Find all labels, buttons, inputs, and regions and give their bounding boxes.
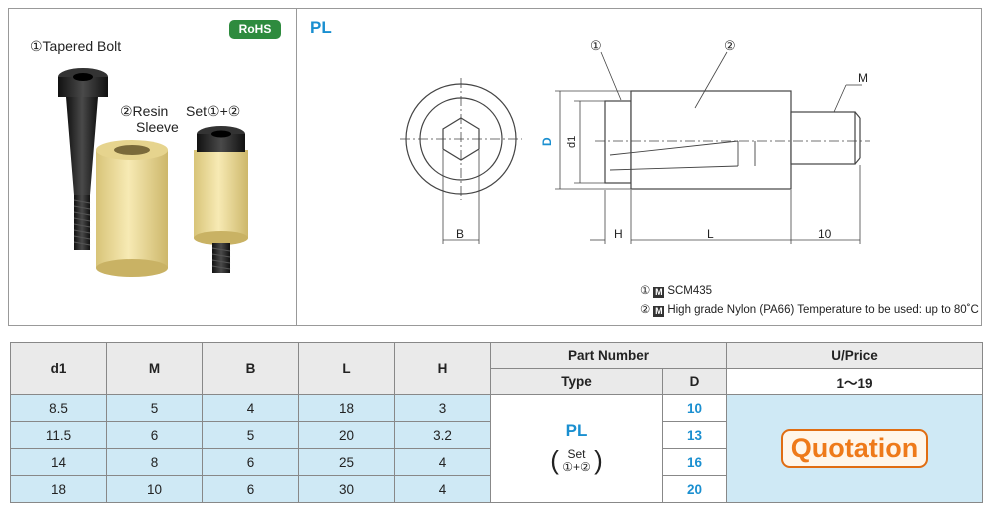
cell-B: 6 [202,475,299,503]
material-1-box: M [653,287,665,298]
cell-L: 30 [298,475,395,503]
type-name: PL [565,421,588,440]
cell-M: 10 [106,475,203,503]
header-L: L [298,342,395,395]
side-view [555,51,870,244]
product-photo [58,68,248,277]
cell-B: 4 [202,394,299,422]
dim-D-label: D [540,137,554,146]
header-H: H [394,342,491,395]
table-row: 8.5 5 4 18 3 PL ( Set ①+② ) 10 Quotation [10,394,983,503]
cell-D[interactable]: 20 [662,475,727,503]
quotation-button[interactable]: Quotation [780,429,929,468]
material-1-num: ① [640,285,651,297]
header-D: D [662,368,727,395]
dim-H-label: H [614,227,623,241]
cell-D[interactable]: 16 [662,448,727,476]
type-cell: PL ( Set ①+② ) [490,394,663,503]
set-image [194,126,248,273]
cell-H: 3.2 [394,421,491,449]
header-uprice: U/Price [726,342,983,369]
header-d1: d1 [10,342,107,395]
type-set-parts: ①+② [562,459,591,474]
cell-M: 8 [106,448,203,476]
cell-d1: 18 [10,475,107,503]
header-qty: 1〜19 [726,368,983,395]
cell-M: 6 [106,421,203,449]
table-row: 18 10 6 30 4 20 [10,475,983,503]
dim-d1-label: d1 [566,136,578,148]
cell-H: 4 [394,475,491,503]
header-type: Type [490,368,663,395]
cell-B: 6 [202,448,299,476]
cell-D[interactable]: 10 [662,394,727,422]
set-label: Set①+② [186,103,241,119]
cell-H: 3 [394,394,491,422]
tapered-bolt-image [58,68,108,250]
cell-L: 18 [298,394,395,422]
rohs-badge: RoHS [229,20,281,39]
resin-sleeve-label-2: Sleeve [136,119,179,135]
callout-1: ① [590,38,602,53]
cell-d1: 8.5 [10,394,107,422]
cell-M: 5 [106,394,203,422]
tapered-bolt-label: ①Tapered Bolt [30,38,122,54]
header-B: B [202,342,299,395]
cell-D[interactable]: 13 [662,421,727,449]
material-2-box: M [653,306,665,317]
dim-10-label: 10 [818,227,832,241]
cell-d1: 14 [10,448,107,476]
callout-2: ② [724,38,736,53]
dim-L-label: L [707,227,714,241]
resin-sleeve-label-1: ②Resin [120,103,169,119]
table-row: 11.5 6 5 20 3.2 13 [10,421,983,449]
material-2-text: High grade Nylon (PA66) Temperature to b… [667,304,979,316]
panel-divider [296,8,297,326]
cell-H: 4 [394,448,491,476]
cell-L: 20 [298,421,395,449]
dim-M-label: M [858,71,868,85]
type-set: ( Set ①+② ) [550,445,603,475]
type-set-label: Set [567,446,586,461]
cell-d1: 11.5 [10,421,107,449]
price-cell: Quotation [726,394,983,503]
header-M: M [106,342,203,395]
spec-table: d1 M B L H Part Number U/Price Type D 1〜… [10,342,983,503]
technical-drawing: B ① ② M D d1 H L [400,38,870,244]
cell-B: 5 [202,421,299,449]
table-row: 14 8 6 25 4 16 [10,448,983,476]
header-part-number: Part Number [490,342,727,369]
resin-sleeve-image [96,140,168,277]
material-1-text: SCM435 [667,285,713,297]
product-panel [8,8,982,326]
series-label: PL [310,18,332,37]
material-2-num: ② [640,304,651,316]
cell-L: 25 [298,448,395,476]
end-view [400,78,522,244]
dim-B-label: B [456,227,464,241]
